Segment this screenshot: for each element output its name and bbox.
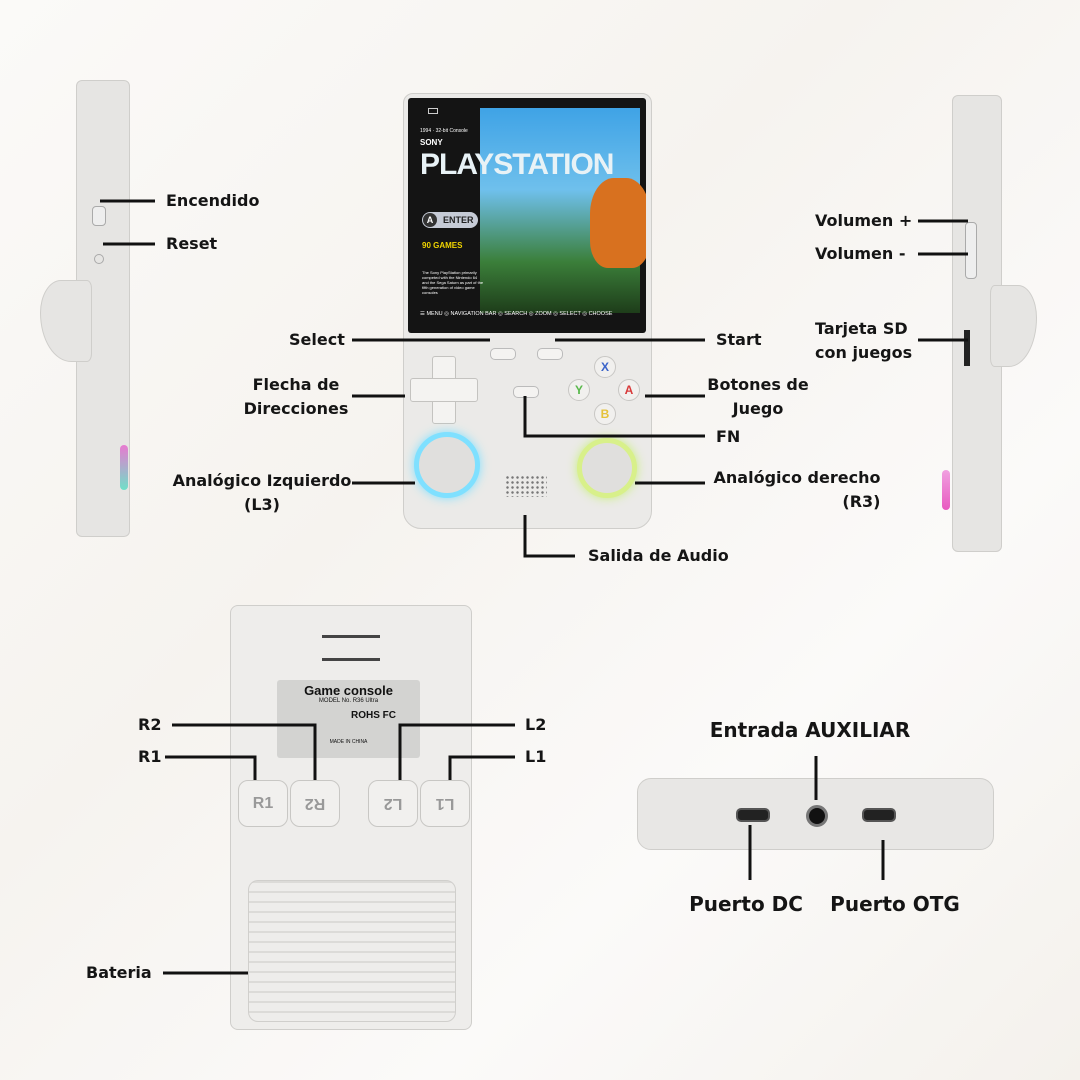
battery-cover	[248, 880, 456, 1022]
screen-description: The Sony PlayStation primarily competed …	[422, 270, 484, 295]
label-sd-line2: con juegos	[815, 343, 913, 362]
battery-icon	[428, 108, 438, 114]
label-dpad-line2: Direcciones	[243, 399, 349, 418]
label-game-buttons: Botones de Juego	[707, 373, 808, 421]
a-button[interactable]: A	[618, 379, 640, 401]
label-dpad-line1: Flecha de	[252, 375, 340, 394]
label-aux: Entrada AUXILIAR	[709, 718, 911, 742]
label-otg: Puerto OTG	[830, 892, 960, 916]
left-side-grip	[40, 280, 92, 362]
back-label-sticker: Game console MODEL No. R36 Ultra ROHS FC…	[277, 680, 420, 758]
dc-port-icon	[736, 808, 770, 822]
power-button-icon	[92, 206, 106, 226]
label-r3-line2: (R3)	[842, 492, 881, 511]
label-r1: R1	[138, 747, 162, 766]
volume-rocker-icon	[965, 222, 977, 279]
b-button[interactable]: B	[594, 403, 616, 425]
label-sd-card: Tarjeta SD con juegos	[815, 317, 912, 365]
sd-slot-icon	[964, 330, 970, 366]
dpad[interactable]	[410, 356, 478, 424]
label-r2: R2	[138, 715, 162, 734]
enter-button[interactable]: A ENTER	[422, 212, 478, 228]
label-start: Start	[716, 330, 762, 349]
x-button[interactable]: X	[594, 356, 616, 378]
start-button[interactable]	[537, 348, 563, 360]
label-audio: Salida de Audio	[588, 546, 729, 565]
left-analog-stick[interactable]	[414, 432, 480, 498]
aux-port-icon	[806, 805, 828, 827]
fc-mark: FC	[382, 710, 397, 721]
screen-header: 1994 · 32-bit Console	[420, 128, 468, 134]
enter-label: ENTER	[443, 215, 474, 225]
screen-title: PLAYSTATION	[420, 148, 614, 181]
rohs-mark: ROHS	[350, 710, 380, 721]
label-sd-line1: Tarjeta SD	[815, 319, 908, 338]
label-volume-up: Volumen +	[815, 211, 913, 230]
otg-port-icon	[862, 808, 896, 822]
enter-key: A	[423, 213, 437, 227]
label-battery: Bateria	[86, 963, 152, 982]
label-l3: Analógico Izquierdo (L3)	[173, 469, 352, 517]
right-analog-stick[interactable]	[577, 438, 637, 498]
label-r3-line1: Analógico derecho	[713, 468, 881, 487]
back-vent-icon	[322, 635, 380, 661]
label-select: Select	[289, 330, 345, 349]
label-dc: Puerto DC	[689, 892, 803, 916]
games-count: 90 GAMES	[422, 241, 463, 250]
r1-trigger[interactable]: R1	[238, 780, 288, 827]
back-label-model: MODEL No. R36 Ultra	[318, 698, 379, 704]
label-power: Encendido	[166, 191, 260, 210]
speaker-grille-icon	[505, 475, 547, 497]
back-label-title: Game console	[304, 683, 393, 698]
label-l3-line2: (L3)	[244, 495, 280, 514]
label-l2: L2	[525, 715, 547, 734]
label-game-buttons-line2: Juego	[732, 399, 784, 418]
console-screen: 1994 · 32-bit Console SONY PLAYSTATION A…	[408, 98, 646, 333]
label-dpad: Flecha de Direcciones	[244, 373, 349, 421]
label-volume-down: Volumen -	[815, 244, 906, 263]
right-led-icon	[942, 470, 950, 510]
label-game-buttons-line1: Botones de	[707, 375, 809, 394]
y-button[interactable]: Y	[568, 379, 590, 401]
screen-footer: ☰ MENU ◎ NAVIGATION BAR ◎ SEARCH ◎ ZOOM …	[420, 311, 613, 317]
label-fn: FN	[716, 427, 741, 446]
label-r3: Analógico derecho (R3)	[714, 466, 881, 514]
label-l3-line1: Analógico Izquierdo	[172, 471, 352, 490]
label-reset: Reset	[166, 234, 218, 253]
screen-brand: SONY	[420, 138, 443, 147]
reset-button-icon	[94, 254, 104, 264]
left-led-icon	[120, 445, 128, 490]
back-label-made: MADE IN CHINA	[329, 739, 368, 745]
label-l1: L1	[525, 747, 547, 766]
game-artwork	[480, 108, 646, 313]
select-button[interactable]	[490, 348, 516, 360]
